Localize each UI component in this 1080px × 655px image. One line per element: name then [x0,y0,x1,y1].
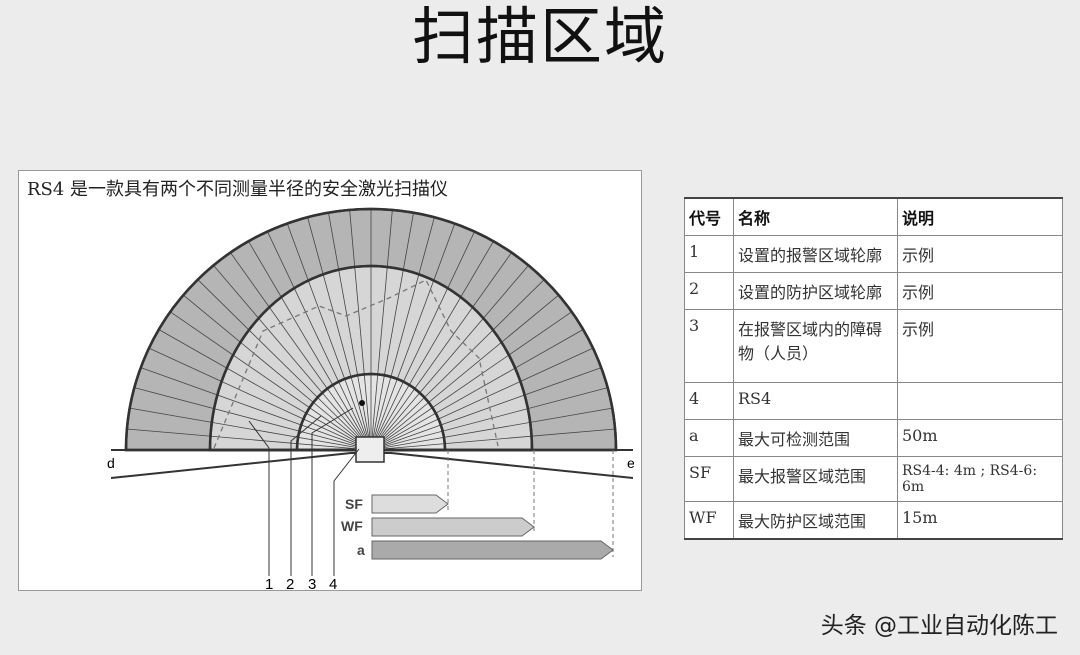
scan-ray [370,329,584,451]
scan-ray [370,252,512,451]
callout-4: 4 [329,576,337,590]
scan-field-figure: d e SF WF a 1 2 3 4 [107,207,635,590]
scan-ray [134,387,372,451]
cell-desc: 示例 [897,272,1063,310]
cell-code: 2 [684,272,734,310]
cell-code: WF [684,501,734,540]
cell-name: RS4 [733,382,898,420]
cell-desc: RS4-4: 4m ; RS4-6: 6m [897,456,1063,502]
cell-desc: 50m [897,419,1063,457]
scan-ray [370,209,393,451]
scan-ray [370,217,435,451]
label-sf: SF [345,496,363,512]
scan-ray [349,209,372,451]
cell-desc: 15m [897,501,1063,540]
scan-ray [148,347,372,451]
obstacle-person [359,400,365,406]
range-arrow [371,540,614,560]
range-arrow [371,494,449,514]
cell-code: 3 [684,309,734,383]
scan-area-diagram: RS4 是一款具有两个不同测量半径的安全激光扫描仪 d e SF WF a 1 … [18,170,642,591]
scan-ray [213,265,372,451]
cell-name: 设置的防护区域轮廓 [733,272,898,310]
scan-ray [248,241,372,451]
table-header-row: 代号 名称 说明 [684,197,1063,236]
callout-line [333,448,360,576]
header-code: 代号 [684,197,734,236]
scan-ray [370,265,529,451]
cell-name: 最大可检测范围 [733,419,898,457]
scan-ray [370,428,616,451]
cell-name: 最大报警区域范围 [733,456,898,502]
scan-ray [370,367,602,451]
scan-ray [370,212,414,451]
cell-name: 设置的报警区域轮廓 [733,235,898,273]
scan-ray [129,407,372,451]
scan-ray [140,367,372,451]
scan-ray [370,347,594,451]
label-e: e [627,455,635,471]
range-arrow [371,517,535,537]
scan-ray [370,407,613,451]
page-title: 扫描区域 [411,0,668,73]
callout-2: 2 [286,576,294,590]
scan-ray [197,279,372,451]
header-desc: 说明 [897,197,1063,236]
scan-ray [158,329,372,451]
cell-name: 在报警区域内的障碍物（人员） [733,309,898,383]
scan-ray [170,311,372,451]
scan-ray [370,279,545,451]
callout-line [248,420,270,576]
scan-ray [126,428,372,451]
scan-ray [370,311,572,451]
diagram-caption: RS4 是一款具有两个不同测量半径的安全激光扫描仪 [27,179,449,200]
scan-ray [267,231,372,451]
cell-desc: 示例 [897,309,1063,383]
inner-contour [295,372,447,452]
outer-contour [124,207,618,452]
cell-desc [897,382,1063,420]
callout-1: 1 [265,576,273,590]
label-a: a [357,542,365,558]
scan-ray [230,252,372,451]
middle-contour [208,264,534,452]
watermark: 头条 @工业自动化陈工 [820,613,1058,639]
cell-code: SF [684,456,734,502]
scan-ray [370,231,475,451]
label-d: d [107,455,115,471]
scan-ray [370,294,559,451]
cell-code: a [684,419,734,457]
warning-field-dashed [213,279,499,449]
cell-name: 最大防护区域范围 [733,501,898,540]
scan-ray [370,223,456,451]
callout-line [311,407,354,576]
scan-ray [286,223,372,451]
cell-code: 1 [684,235,734,273]
scan-ray [370,387,608,451]
header-name: 名称 [733,197,898,236]
scan-ray [183,294,372,451]
cell-desc: 示例 [897,235,1063,273]
scan-ray [328,212,372,451]
scan-ray [307,217,372,451]
rs4-scanner [355,436,385,463]
label-wf: WF [341,518,363,534]
scan-ray [370,241,494,451]
callout-3: 3 [308,576,316,590]
cell-code: 4 [684,382,734,420]
callout-line [290,415,322,576]
